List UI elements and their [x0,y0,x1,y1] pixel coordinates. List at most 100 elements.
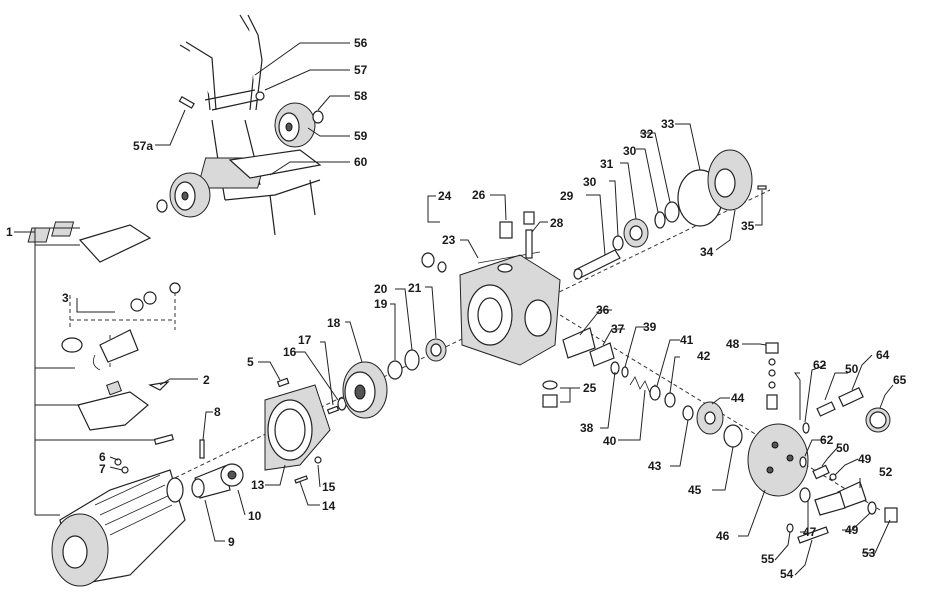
label-53: 53 [862,546,876,560]
ring-43 [682,405,694,421]
end-cover-34 [707,149,753,211]
label-59: 59 [354,129,368,143]
label-6: 6 [99,450,106,464]
screw-17 [326,405,340,415]
terminal-box [77,380,149,431]
adapter-flange-13 [264,384,331,471]
label-54: 54 [780,567,794,581]
ring-30b [654,211,666,229]
plug-24 [421,252,447,273]
cart-frame [179,14,322,236]
fitting-50a [816,401,836,417]
screw-35 [757,185,767,190]
label-30a: 30 [583,175,597,189]
valve-set-28 [523,211,535,259]
screws-6-7 [114,458,129,474]
ring-19 [387,360,403,380]
label-48: 48 [726,337,740,351]
ring-42 [664,392,676,408]
label-60: 60 [354,155,368,169]
label-13: 13 [251,478,265,492]
label-46: 46 [716,529,730,543]
label-29: 29 [560,189,574,203]
label-40: 40 [603,434,617,448]
label-23: 23 [442,233,456,247]
key-part [153,434,174,445]
plate-44 [696,401,724,435]
valve-26 [499,221,513,239]
label-42: 42 [697,349,711,363]
leader-lines [76,42,894,576]
label-33: 33 [661,117,675,131]
electric-motor [51,469,186,587]
label-9: 9 [228,535,235,549]
coupling-spider-10 [220,463,244,487]
label-3: 3 [62,291,69,305]
label-47: 47 [803,525,817,539]
gauge-65 [865,407,891,433]
gear-wheel-18 [342,361,388,419]
plug-53 [884,507,898,523]
seal-49 [829,473,877,515]
label-20: 20 [374,282,388,296]
label-39: 39 [643,320,657,334]
label-56: 56 [354,36,368,50]
cart-pin-57a [178,95,195,109]
label-52: 52 [879,465,893,479]
switch-knobs [130,282,181,312]
bearing-21 [425,338,447,362]
label-55: 55 [761,552,775,566]
label-65: 65 [893,373,907,387]
fitting-50b [812,464,830,480]
label-1: 1 [6,225,13,239]
label-15: 15 [322,480,336,494]
label-7: 7 [99,462,106,476]
label-41: 41 [680,333,694,347]
cart-wheel-right [274,102,324,148]
ring-20 [404,349,420,371]
spring-40 [629,376,661,398]
label-28: 28 [550,216,564,230]
label-57a: 57a [133,139,153,153]
label-2: 2 [203,373,210,387]
nipple-47 [799,487,846,516]
label-14: 14 [322,499,336,513]
label-16: 16 [283,345,297,359]
label-50a: 50 [845,362,859,376]
label-24: 24 [438,189,452,203]
label-34: 34 [700,245,714,259]
gasket-2 [148,381,170,391]
label-62a: 62 [813,358,827,372]
terminal-box-cover [27,221,152,263]
seal-38-39 [610,361,629,378]
label-57: 57 [354,63,368,77]
label-36: 36 [596,303,610,317]
label-43: 43 [648,459,662,473]
screw-5 [276,377,290,388]
label-21: 21 [408,281,422,295]
shaft-29 [573,249,621,280]
label-45: 45 [688,483,702,497]
label-49a: 49 [858,452,872,466]
label-58: 58 [354,89,368,103]
ring-30a [612,235,624,251]
label-35: 35 [741,219,755,233]
washer-45 [723,424,743,448]
label-25: 25 [583,381,597,395]
cart-bolt-57 [255,91,265,101]
label-38: 38 [580,421,594,435]
washer-55 [786,523,794,533]
label-49b: 49 [845,523,859,537]
spacer-32 [664,201,680,223]
label-62b: 62 [820,433,834,447]
label-30b: 30 [623,144,637,158]
label-50b: 50 [836,441,850,455]
seal-62 [799,422,810,468]
label-26: 26 [472,188,486,202]
label-44: 44 [731,391,745,405]
label-18: 18 [327,316,341,330]
valve-stack-48 [765,342,779,410]
label-31: 31 [600,157,614,171]
piston-36 [562,327,596,359]
